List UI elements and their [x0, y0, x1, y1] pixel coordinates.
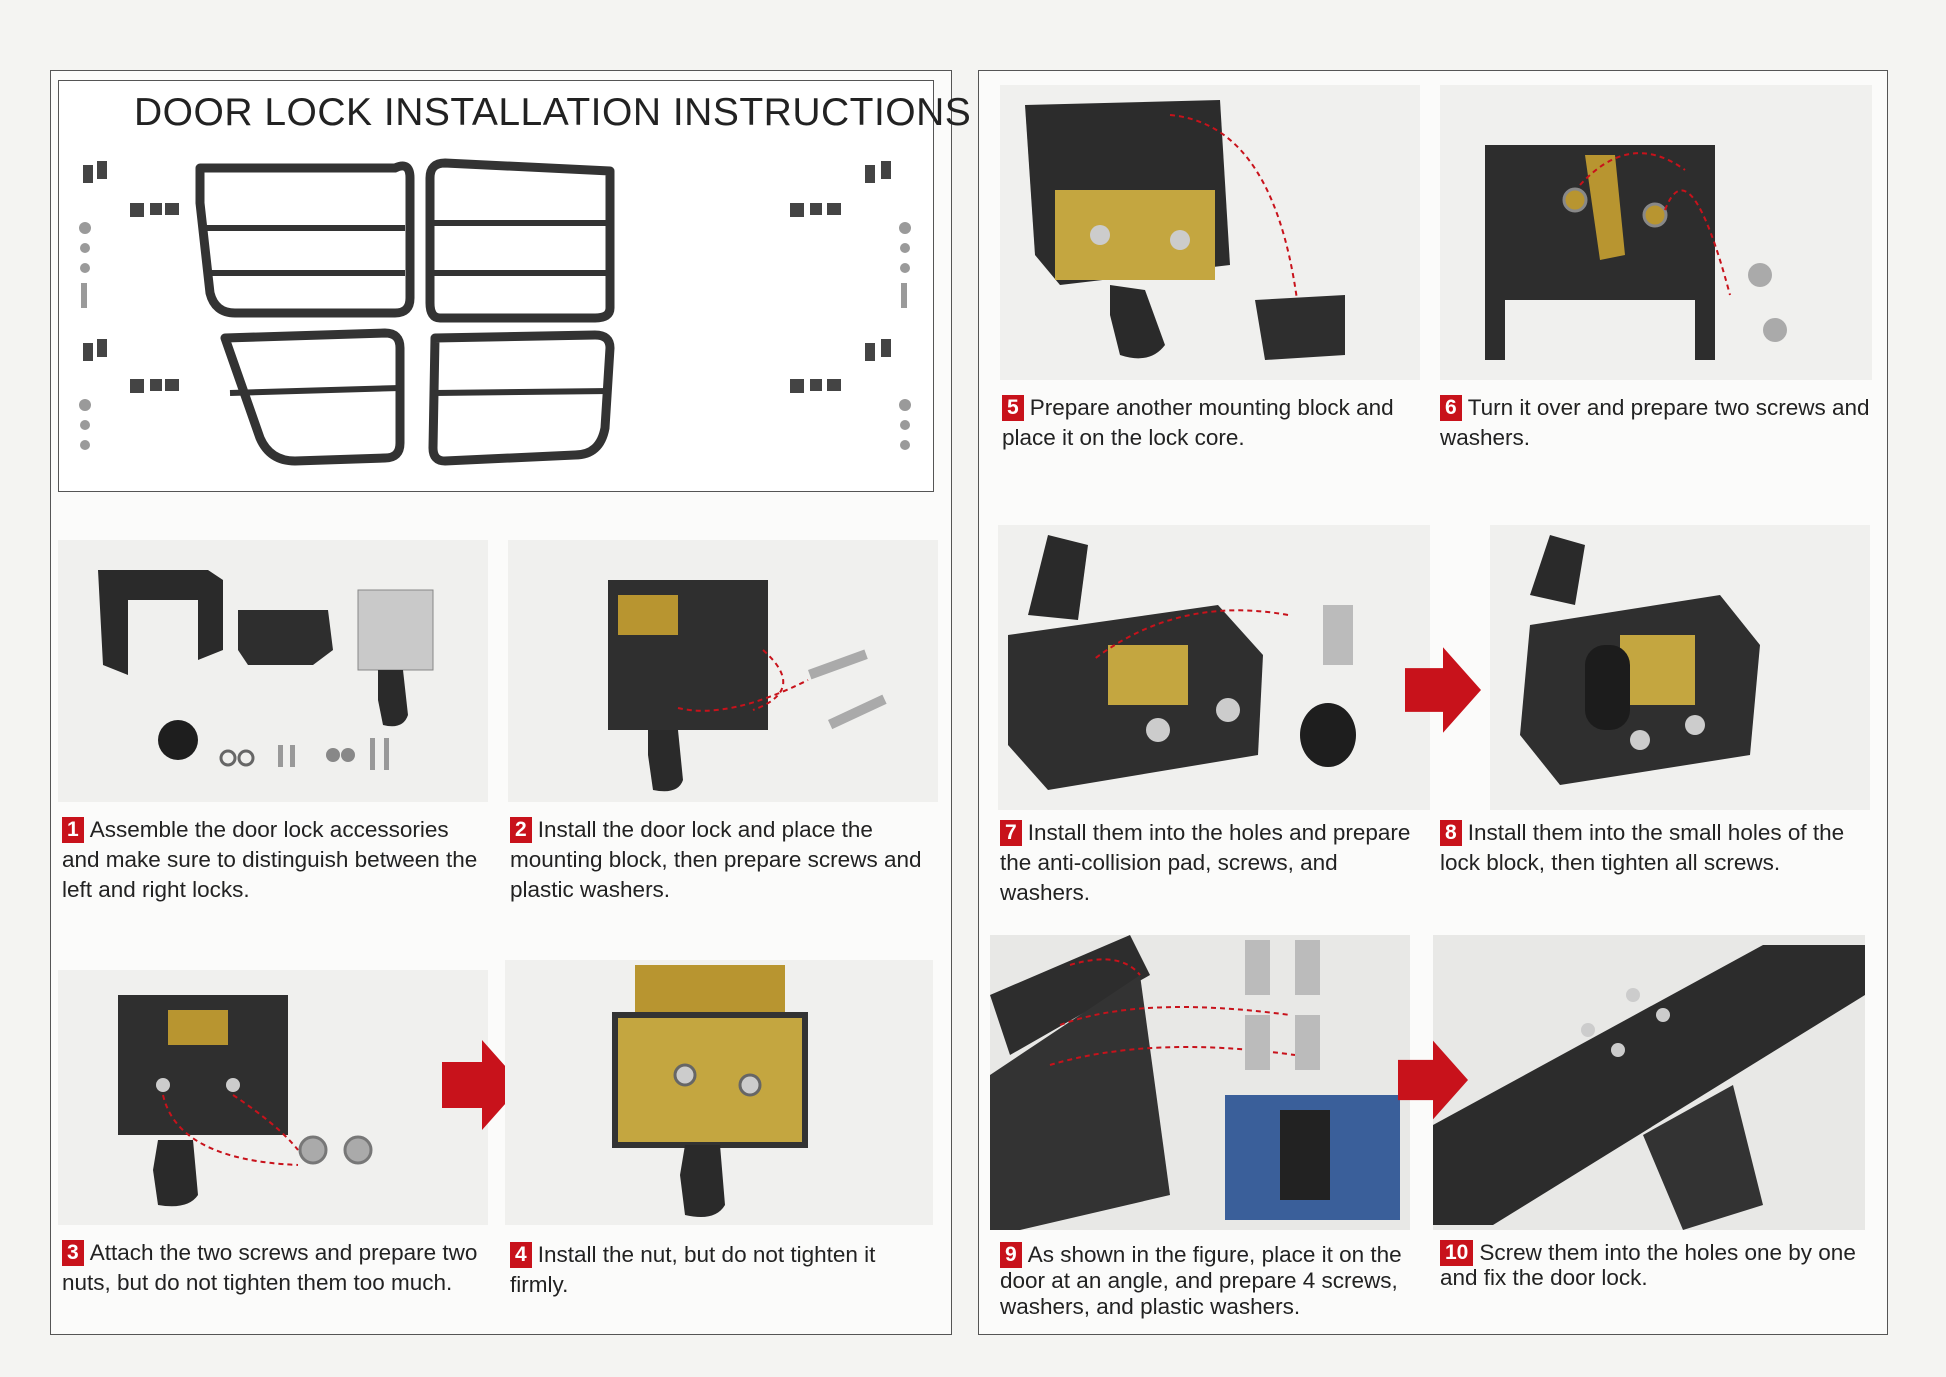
step-7-number: 7: [1000, 820, 1022, 846]
parts-overview-image: [65, 143, 927, 483]
step-4-number: 4: [510, 1242, 532, 1268]
step-9-text: As shown in the figure, place it on the …: [1000, 1242, 1402, 1319]
step-8-text: Install them into the small holes of the…: [1440, 820, 1845, 875]
red-arrow-right-icon: [442, 1040, 522, 1135]
step-9-number: 9: [1000, 1242, 1022, 1268]
step-2-number: 2: [510, 817, 532, 843]
step-1-number: 1: [62, 817, 84, 843]
step-1-text: Assemble the door lock accessories and m…: [62, 817, 478, 902]
step-8-image: [1490, 525, 1870, 810]
step-4-image: [505, 960, 933, 1225]
step-7-text: Install them into the holes and prepare …: [1000, 820, 1411, 905]
step-10-image: [1433, 935, 1865, 1230]
step-10-text: Screw them into the holes one by one and…: [1440, 1240, 1856, 1290]
step-6-number: 6: [1440, 395, 1462, 421]
red-arrow-right-icon: [1405, 645, 1481, 740]
step-2-image: [508, 540, 938, 802]
red-arrow-right-icon: [1398, 1035, 1468, 1130]
step-3-text: Attach the two screws and prepare two nu…: [62, 1240, 478, 1295]
document-title: DOOR LOCK INSTALLATION INSTRUCTIONS: [134, 91, 972, 134]
step-3-number: 3: [62, 1240, 84, 1266]
step-2-text: Install the door lock and place the moun…: [510, 817, 922, 902]
step-6-text: Turn it over and prepare two screws and …: [1440, 395, 1870, 450]
step-5-image: [1000, 85, 1420, 380]
step-4-text: Install the nut, but do not tighten it f…: [510, 1242, 876, 1297]
title-section: DOOR LOCK INSTALLATION INSTRUCTIONS: [58, 80, 971, 492]
step-3-image: [58, 970, 488, 1225]
step-10-number: 10: [1440, 1240, 1474, 1266]
step-5-number: 5: [1002, 395, 1024, 421]
step-5-text: Prepare another mounting block and place…: [1002, 395, 1394, 450]
step-7-image: [998, 525, 1430, 810]
step-9-image: [990, 935, 1410, 1230]
step-6-image: [1440, 85, 1872, 380]
step-8-number: 8: [1440, 820, 1462, 846]
step-1-image: [58, 540, 488, 802]
